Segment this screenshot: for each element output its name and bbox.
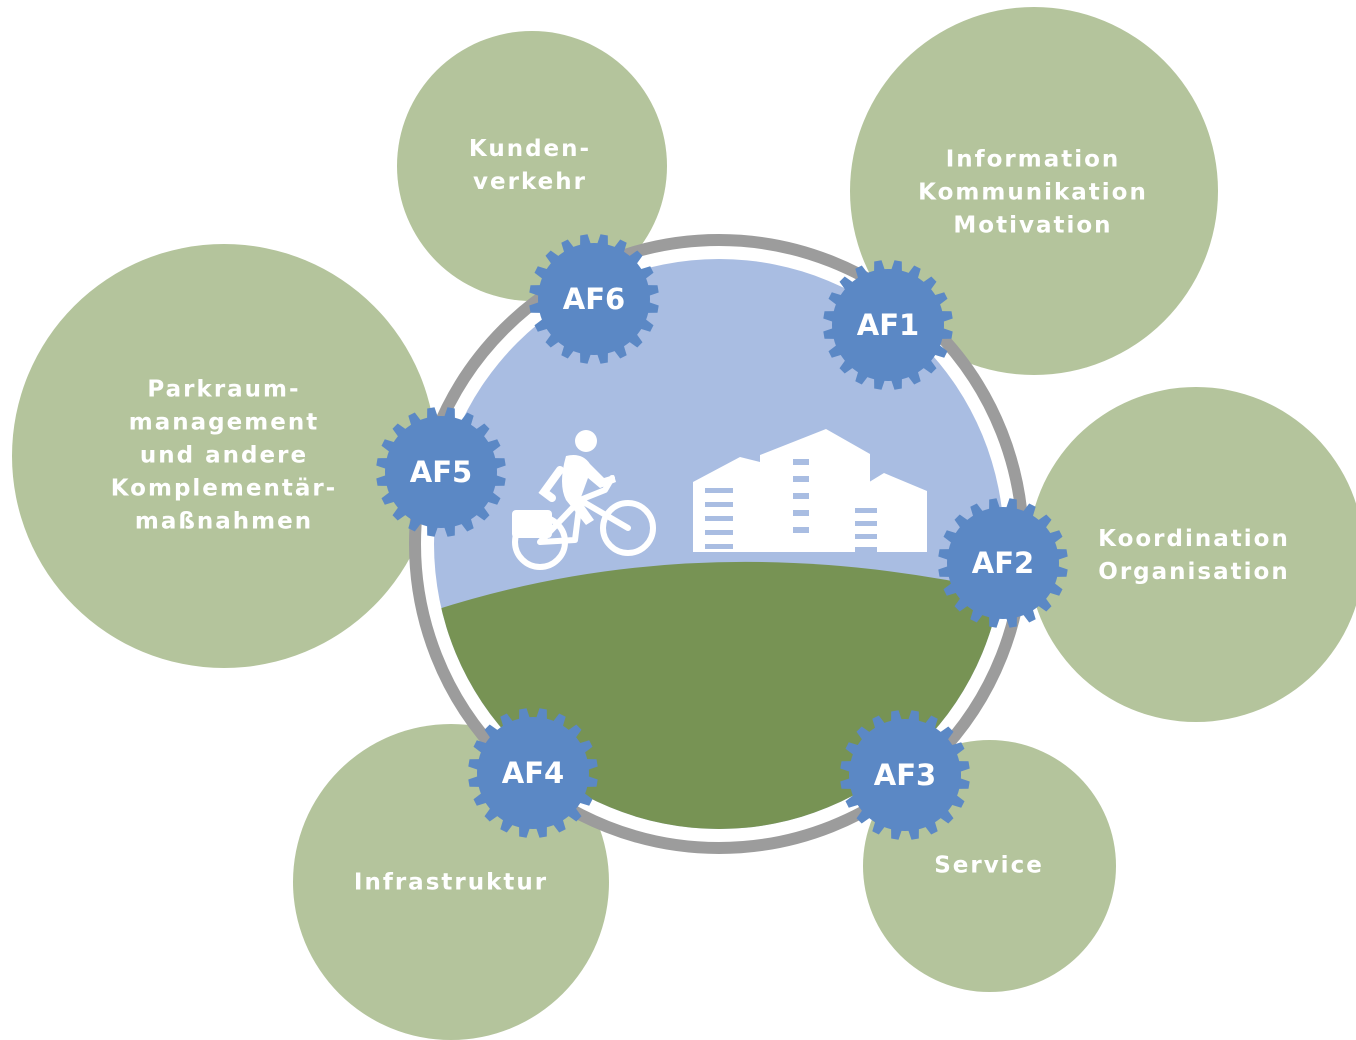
af5-line-5: maßnahmen bbox=[134, 508, 314, 535]
bubble-text-af2: Koordination Organisation bbox=[1098, 523, 1290, 589]
gear-label-af4: AF4 bbox=[502, 756, 564, 790]
gear-af5: AF5 bbox=[376, 407, 506, 537]
af5-line-4: Komplementär- bbox=[110, 475, 338, 502]
gear-label-af2: AF2 bbox=[972, 546, 1034, 580]
af5-line-3: und andere bbox=[139, 442, 309, 469]
gear-label-af6: AF6 bbox=[563, 282, 625, 316]
gear-icon bbox=[376, 407, 506, 537]
buildings-icon bbox=[693, 429, 927, 552]
gear-icon bbox=[468, 708, 598, 838]
af6-line-1: Kunden- bbox=[468, 136, 592, 162]
gear-label-af1: AF1 bbox=[857, 308, 919, 342]
af1-line-1: Information bbox=[945, 146, 1121, 173]
bubble-text-af4: Infrastruktur bbox=[354, 867, 548, 900]
bubble-af5 bbox=[12, 244, 436, 668]
af1-line-3: Motivation bbox=[953, 212, 1113, 239]
gear-icon bbox=[823, 260, 953, 390]
af5-line-2: management bbox=[128, 409, 320, 436]
gear-icon bbox=[840, 710, 970, 840]
gear-icon bbox=[938, 498, 1068, 628]
gear-af3: AF3 bbox=[840, 710, 970, 840]
af2-line-1: Koordination bbox=[1098, 526, 1290, 552]
af6-line-2: verkehr bbox=[473, 169, 587, 195]
bubble-text-af3: Service bbox=[934, 850, 1044, 883]
af5-line-1: Parkraum- bbox=[147, 376, 301, 403]
gear-af4: AF4 bbox=[468, 708, 598, 838]
gear-af6: AF6 bbox=[529, 234, 659, 364]
gear-label-af3: AF3 bbox=[874, 758, 936, 792]
af1-line-2: Kommunikation bbox=[918, 179, 1148, 206]
bubble-text-af1: Information Kommunikation Motivation bbox=[918, 144, 1148, 243]
af4-line-1: Infrastruktur bbox=[353, 869, 549, 896]
bubble-af2 bbox=[1028, 387, 1356, 722]
af3-line-1: Service bbox=[934, 852, 1044, 879]
bubble-text-af5: Parkraum- management und andere Kompleme… bbox=[111, 374, 337, 539]
af2-line-2: Organisation bbox=[1098, 559, 1290, 585]
gear-icon bbox=[529, 234, 659, 364]
gear-label-af5: AF5 bbox=[410, 455, 472, 489]
bubble-text-af6: Kunden- verkehr bbox=[469, 133, 591, 199]
gear-af1: AF1 bbox=[823, 260, 953, 390]
gear-af2: AF2 bbox=[938, 498, 1068, 628]
cyclist-icon bbox=[512, 430, 656, 570]
